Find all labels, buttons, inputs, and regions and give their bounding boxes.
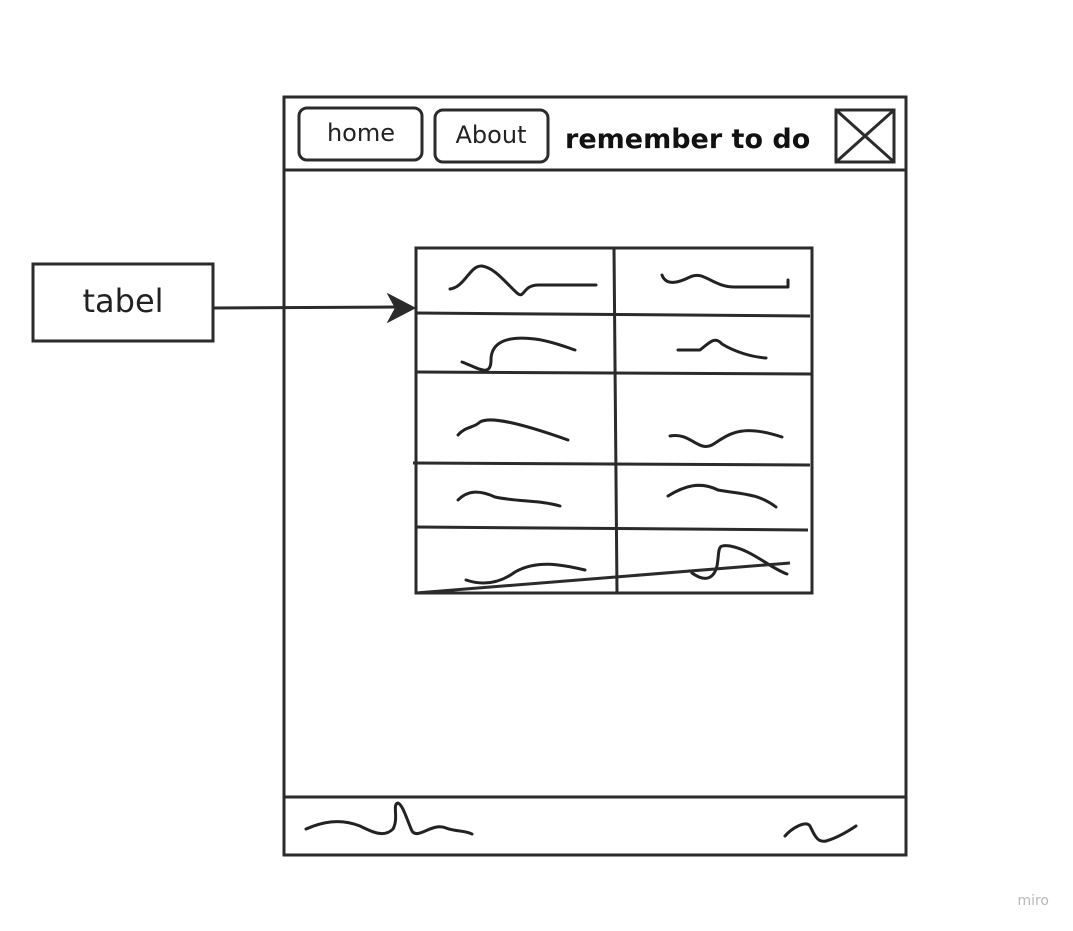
table-cell-scribble bbox=[666, 483, 778, 509]
table-cell-scribble bbox=[690, 544, 789, 580]
window-frame bbox=[282, 95, 908, 857]
home-button[interactable]: home bbox=[297, 106, 424, 162]
close-icon-stroke-2 bbox=[834, 108, 896, 164]
annotation-box bbox=[31, 262, 215, 343]
table-cell-scribble bbox=[676, 338, 768, 360]
home-button-label: home bbox=[327, 119, 395, 147]
table-cell-scribble bbox=[460, 336, 577, 372]
close-icon[interactable] bbox=[834, 108, 896, 164]
about-button[interactable]: About bbox=[433, 108, 550, 164]
annotation-label: tabel bbox=[82, 282, 163, 320]
footer-scribble-left bbox=[304, 801, 474, 836]
table-row-divider-2 bbox=[415, 370, 813, 376]
table-cell-scribble bbox=[464, 562, 587, 585]
page-title: remember to do bbox=[565, 124, 810, 155]
close-icon-frame bbox=[834, 108, 896, 164]
table-cell-scribble bbox=[448, 264, 598, 297]
table-cell-scribble bbox=[660, 273, 790, 289]
table-row-divider-3 bbox=[412, 461, 811, 467]
table-cell-scribble bbox=[456, 418, 570, 442]
table-diagonal-stroke bbox=[415, 561, 791, 595]
annotation-arrow-line bbox=[212, 305, 397, 310]
arrow-head-icon bbox=[386, 292, 417, 324]
about-button-label: About bbox=[456, 121, 527, 149]
annotation-callout: tabel bbox=[31, 262, 417, 343]
home-button-frame bbox=[297, 106, 424, 162]
table bbox=[412, 246, 814, 595]
table-row-divider-1 bbox=[415, 311, 811, 318]
table-cell-scribble bbox=[456, 490, 562, 508]
table-row-divider-4 bbox=[415, 525, 809, 532]
table-column-divider bbox=[612, 247, 619, 594]
footer-scribble-right bbox=[783, 822, 858, 843]
about-button-frame bbox=[433, 108, 550, 164]
brand-watermark: miro bbox=[1017, 893, 1049, 909]
table-cell-scribble bbox=[668, 429, 784, 448]
